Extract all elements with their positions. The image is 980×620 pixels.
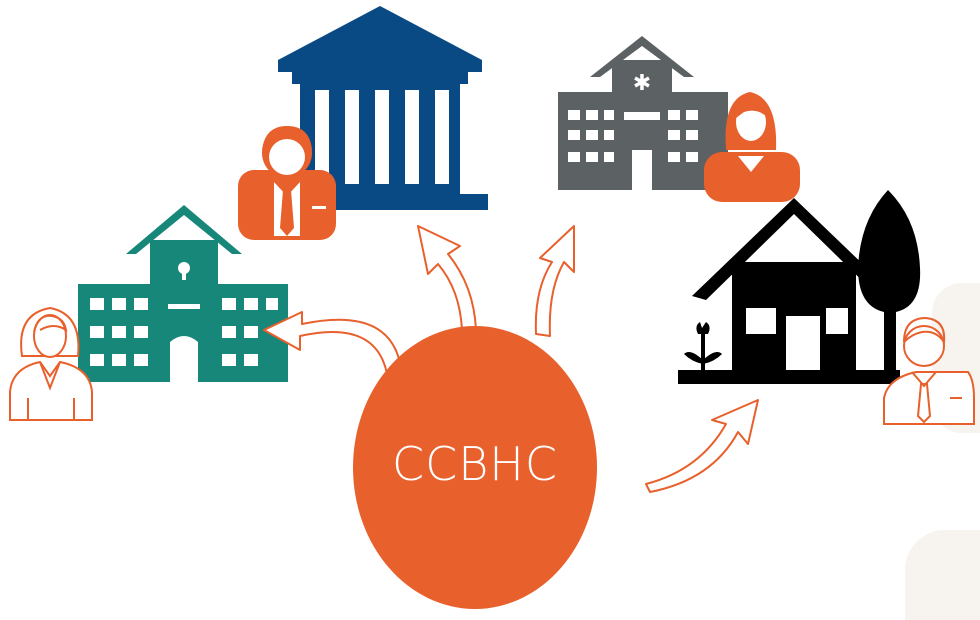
person-woman-icon: [704, 92, 800, 202]
hospital-building-icon: ✱: [558, 36, 728, 190]
hub-label: CCBHC: [391, 436, 559, 491]
background-shape: [905, 530, 980, 620]
person-man-tie-outline-icon: [883, 316, 975, 425]
tree-icon: [858, 190, 921, 372]
curved-arrow-icon: [263, 225, 759, 493]
flower-icon: [684, 322, 722, 370]
svg-text:✱: ✱: [633, 71, 651, 96]
person-woman-outline-icon: [9, 306, 93, 421]
ccbhc-hub-circle: CCBHC: [353, 326, 597, 609]
person-man-tie-icon: [238, 126, 336, 240]
school-building-icon: [78, 205, 288, 382]
